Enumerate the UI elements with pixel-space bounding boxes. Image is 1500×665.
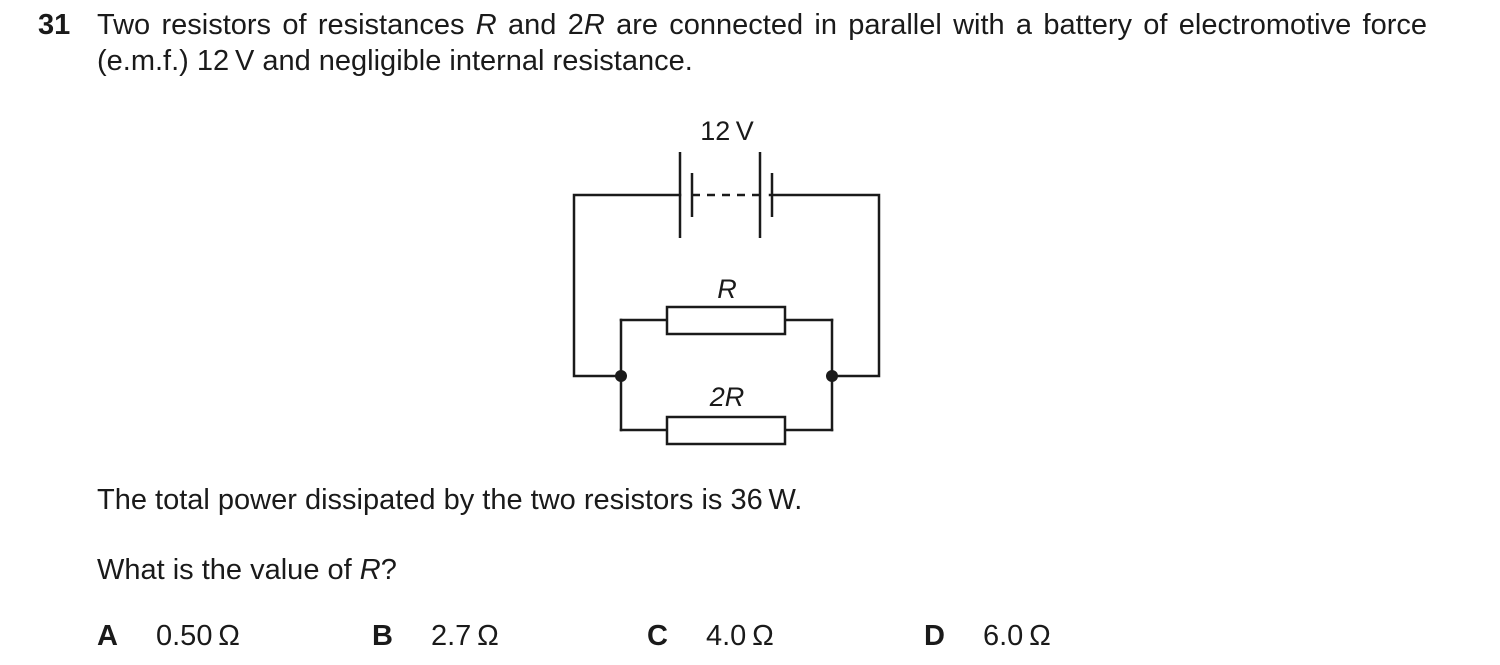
question-prompt: What is the value of R?: [97, 552, 397, 588]
option-c-letter: C: [647, 620, 668, 652]
option-d-value: 6.0 Ω: [983, 620, 1051, 652]
question-number: 31: [38, 9, 71, 41]
resistor-r: [665, 305, 787, 336]
prompt-variable: R: [359, 554, 381, 586]
option-a-letter: A: [97, 620, 118, 652]
option-a[interactable]: A 0.50 Ω: [97, 618, 240, 654]
stem-text-2: and 2: [496, 9, 584, 41]
resistor-r-label: R: [717, 274, 737, 304]
option-d-letter: D: [924, 620, 945, 652]
stem-variable-r: R: [475, 9, 497, 41]
junction-dot-left: [615, 370, 627, 382]
option-b-letter: B: [372, 620, 393, 652]
battery-symbol: [678, 152, 774, 238]
option-b-value: 2.7 Ω: [431, 620, 499, 652]
stem-text-1: Two resistors of resistances: [97, 9, 476, 41]
junction-dot-right: [826, 370, 838, 382]
option-c[interactable]: C 4.0 Ω: [647, 618, 774, 654]
stem-variable-2r: R: [583, 9, 605, 41]
prompt-mark: ?: [380, 554, 397, 586]
option-a-value: 0.50 Ω: [156, 620, 240, 652]
battery-label: 12 V: [700, 116, 753, 146]
resistor-2r-label: 2R: [709, 382, 745, 412]
wire-top-right: [768, 193, 881, 378]
option-c-value: 4.0 Ω: [706, 620, 774, 652]
question-stem: Two resistors of resistances R and 2R ar…: [97, 7, 1427, 79]
power-statement: The total power dissipated by the two re…: [97, 484, 803, 516]
resistor-2r: [665, 415, 787, 446]
prompt-text: What is the value of: [97, 554, 360, 586]
stem-text-3: are connected in parallel with a battery…: [97, 9, 1427, 77]
wire-top-left: [572, 193, 682, 378]
option-d[interactable]: D 6.0 Ω: [924, 618, 1051, 654]
option-b[interactable]: B 2.7 Ω: [372, 618, 499, 654]
